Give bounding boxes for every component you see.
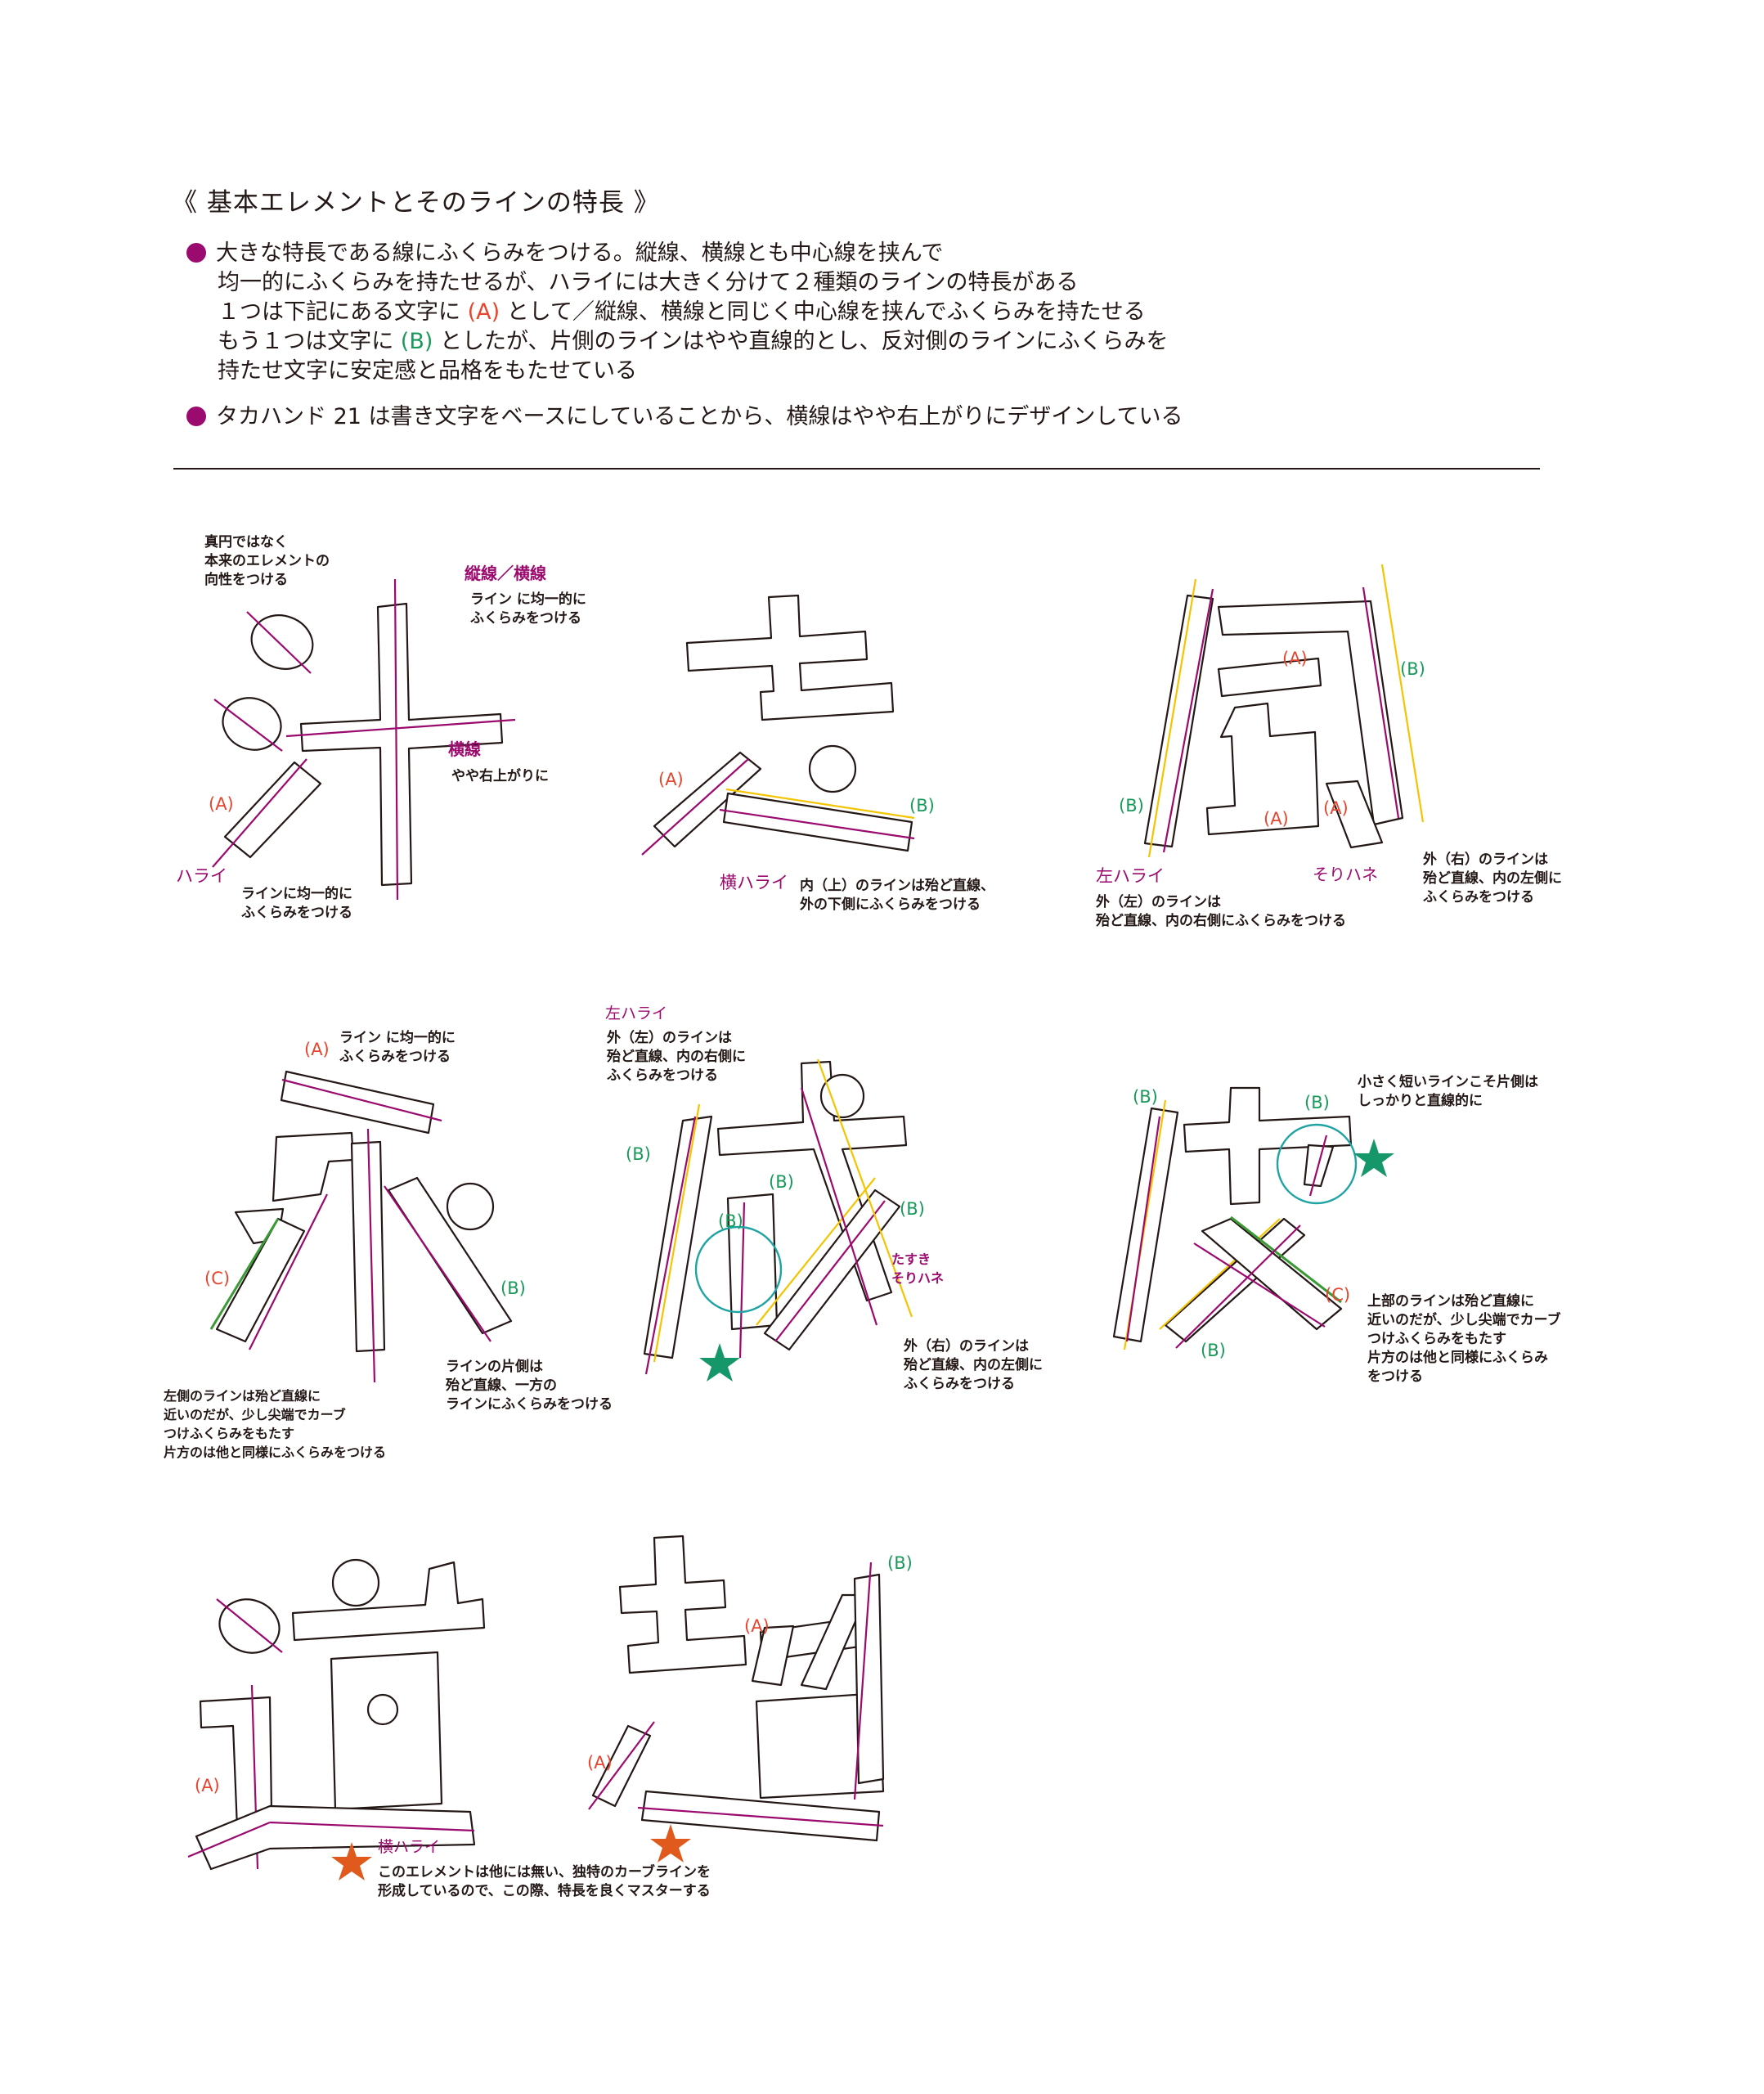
bullet-paragraph-2: タカハンド 21 は書き文字をベースにしていることから、横線はやや右上がりにデザ… xyxy=(186,402,1183,432)
label-b: (B) xyxy=(1201,1341,1226,1360)
note-hidari-harai-title: 左ハライ xyxy=(1096,866,1165,886)
label-b: (B) xyxy=(718,1211,743,1231)
note-ei-right: ラインの片側は 殆ど直線、一方の ラインにふくらみをつける xyxy=(446,1359,613,1413)
bullet-dot-icon xyxy=(186,407,206,426)
label-b-inline: (B) xyxy=(400,329,433,354)
note-tate-yoko-title: 縦線／横線 xyxy=(465,564,546,583)
star-icon xyxy=(699,1343,740,1382)
label-c: (C) xyxy=(204,1269,230,1288)
label-b: (B) xyxy=(1304,1093,1330,1112)
glyph-kyo xyxy=(641,594,915,856)
label-a: (A) xyxy=(1264,809,1289,829)
label-a: (A) xyxy=(304,1040,330,1059)
label-b: (B) xyxy=(1119,796,1144,816)
note-shinen: 真円ではなく 本来のエレメントの 向性をつける xyxy=(204,533,330,590)
star-icon xyxy=(650,1824,691,1863)
note-tasuki: たすき そりハネ xyxy=(891,1251,945,1286)
note-yoko-desc: やや右上がりに xyxy=(451,768,549,784)
label-b: (B) xyxy=(626,1144,651,1164)
bullet1-line5: 持たせ文字に安定感と品格をもたせている xyxy=(218,358,637,384)
page-title: 《 基本エレメントとそのラインの特長 》 xyxy=(172,188,660,218)
section-divider xyxy=(173,468,1540,470)
note-yoko-harai-title: 横ハライ xyxy=(720,873,788,892)
glyph-sei xyxy=(643,1058,913,1375)
note-yoko-harai-desc: 内（上）のラインは殆ど直線、 外の下側にふくらみをつける xyxy=(800,878,994,913)
label-a: (A) xyxy=(587,1753,613,1773)
label-b: (B) xyxy=(909,796,935,816)
note-yoko-title: 横線 xyxy=(448,739,481,759)
note-do-right: 上部のラインは殆ど直線に 近いのだが、少し尖端でカーブ つけふくらみをもたす 片… xyxy=(1367,1293,1561,1385)
glyph-ju xyxy=(212,578,516,901)
bullet-paragraph-1: 大きな特長である線にふくらみをつける。縦線、横線とも中心線を挟んで 均一的にふく… xyxy=(186,239,1168,386)
star-icon xyxy=(1353,1139,1394,1177)
bullet2-text: タカハンド 21 は書き文字をベースにしていることから、横線はやや右上がりにデザ… xyxy=(216,404,1183,429)
label-a: (A) xyxy=(209,794,234,814)
label-a: (A) xyxy=(1323,798,1349,818)
note-do-top: 小さく短いラインこそ片側は しっかりと直線的に xyxy=(1358,1074,1538,1109)
bullet1-line3: １つは下記にある文字に (A) として／縦線、横線と同じく中心線を挟んでふくらみ… xyxy=(186,298,1168,327)
label-a: (A) xyxy=(744,1616,770,1636)
glyph-ei xyxy=(209,1070,513,1383)
note-harai-desc: ラインに均一的に ふくらみをつける xyxy=(241,886,352,921)
note-sei-migi: 外（右）のラインは 殆ど直線、内の左側に ふくらみをつける xyxy=(904,1338,1043,1392)
glyph-fu xyxy=(1143,564,1425,858)
bullet1-line3-b: として／縦線、横線と同じく中心線を挟んでふくらみを持たせる xyxy=(506,299,1146,325)
note-sei-top: 外（左）のラインは 殆ど直線、内の右側に ふくらみをつける xyxy=(607,1030,746,1084)
star-icon xyxy=(331,1842,372,1881)
note-tate-yoko-desc: ライン に均一的に ふくらみをつける xyxy=(470,591,586,627)
label-b: (B) xyxy=(500,1278,526,1298)
bullet1-line4-a: もう１つは文字に xyxy=(218,329,394,354)
note-michi-desc: このエレメントは他には無い、独特のカーブラインを 形成しているので、この際、特長… xyxy=(378,1864,711,1899)
bullet1-line1: 大きな特長である線にふくらみをつける。縦線、横線とも中心線を挟んで xyxy=(216,240,944,266)
note-fu-migi-desc: 外（右）のラインは 殆ど直線、内の左側に ふくらみをつける xyxy=(1423,852,1562,905)
bullet1-line2: 均一的にふくらみを持たせるが、ハライには大きく分けて２種類のラインの特長がある xyxy=(218,270,1079,295)
label-a: (A) xyxy=(658,770,684,789)
label-a: (A) xyxy=(195,1776,220,1795)
glyph-do xyxy=(1112,1086,1358,1350)
label-b: (B) xyxy=(1133,1087,1158,1107)
label-a-inline: (A) xyxy=(467,299,500,325)
label-b: (B) xyxy=(887,1553,913,1573)
note-sorihane-title: そりハネ xyxy=(1313,865,1378,884)
label-c: (C) xyxy=(1325,1285,1350,1305)
label-b: (B) xyxy=(1400,659,1425,679)
note-ei-top: ライン に均一的に ふくらみをつける xyxy=(339,1030,456,1065)
label-b: (B) xyxy=(769,1172,794,1192)
bullet-dot-icon xyxy=(186,243,206,263)
note-sei-hidari-harai: 左ハライ xyxy=(605,1004,668,1022)
bullet1-line4-b: としたが、片側のラインはやや直線的とし、反対側のラインにふくらみを xyxy=(439,329,1169,354)
bullet1-line4: もう１つは文字に (B) としたが、片側のラインはやや直線的とし、反対側のライン… xyxy=(186,327,1168,357)
note-hidari-harai-desc: 外（左）のラインは 殆ど直線、内の右側にふくらみをつける xyxy=(1096,894,1346,929)
note-michi-yoko-harai: 横ハライ xyxy=(378,1838,441,1856)
label-b: (B) xyxy=(900,1199,925,1219)
label-a: (A) xyxy=(1282,649,1308,668)
note-ei-left: 左側のラインは殆ど直線に 近いのだが、少し尖端でカーブ つけふくらみをもたす 片… xyxy=(164,1388,387,1460)
note-shinen-text: 真円ではなく 本来のエレメントの 向性をつける xyxy=(204,534,330,588)
bullet1-line3-a: １つは下記にある文字に xyxy=(218,299,460,325)
glyph-cho xyxy=(588,1535,885,1842)
note-harai-title: ハライ xyxy=(176,866,227,886)
glyph-do-michi xyxy=(187,1558,486,1871)
